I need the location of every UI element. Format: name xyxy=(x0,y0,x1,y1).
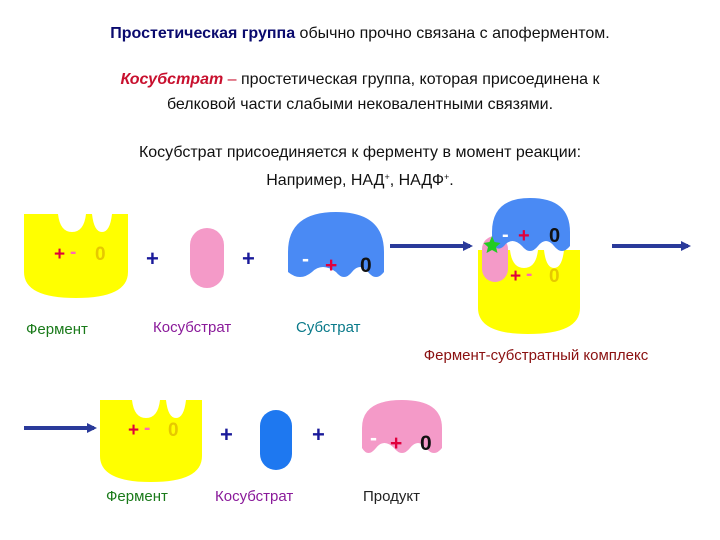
nad-superscript: + xyxy=(384,172,390,182)
complex-enzyme-plus: + xyxy=(510,266,521,287)
product-plus: + xyxy=(390,432,402,455)
nadf-superscript: + xyxy=(444,172,450,182)
join-paragraph: Косубстрат присоединяется к ферменту в м… xyxy=(0,140,720,193)
star-icon xyxy=(483,236,501,253)
join-example-prefix: Например, НАД xyxy=(266,172,385,189)
header-bold-term: Простетическая группа xyxy=(110,25,296,42)
enzyme-2-zero: 0 xyxy=(168,420,179,441)
definition-line-1: Косубстрат – простетическая группа, кото… xyxy=(0,67,720,92)
enzyme-2-minus: - xyxy=(144,418,150,439)
substrate-1-minus: - xyxy=(302,248,309,271)
complex-substrate-zero: 0 xyxy=(549,225,560,247)
plus-operator-1: + xyxy=(146,246,159,271)
complex-substrate-minus: - xyxy=(502,224,509,246)
label-cosubstrate-2: Косубстрат xyxy=(215,488,294,505)
product-shape: - + 0 xyxy=(362,400,442,455)
label-product: Продукт xyxy=(363,488,420,505)
complex-substrate xyxy=(492,198,570,251)
product-zero: 0 xyxy=(420,432,432,455)
cosubstrate-pink-1 xyxy=(190,228,224,288)
join-period: . xyxy=(449,172,454,189)
plus-operator-3: + xyxy=(220,422,233,447)
definition-paragraph: Косубстрат – простетическая группа, кото… xyxy=(0,67,720,117)
enzyme-1-zero: 0 xyxy=(95,244,106,265)
product-minus: - xyxy=(370,427,377,450)
enzyme-1-minus: - xyxy=(70,242,76,263)
label-enzyme-1: Фермент xyxy=(26,321,88,338)
header-rest: обычно прочно связана с апоферментом. xyxy=(295,25,610,42)
definition-line-2: белковой части слабыми нековалентными св… xyxy=(166,96,554,113)
join-line-2: Например, НАД+, НАДФ+. xyxy=(0,165,720,193)
enzyme-1-plus: + xyxy=(54,244,65,265)
enzyme-2-plus: + xyxy=(128,420,139,441)
substrate-1-plus: + xyxy=(325,254,337,277)
join-line-1: Косубстрат присоединяется к ферменту в м… xyxy=(138,144,582,161)
enzyme-shape-1: + - 0 xyxy=(24,214,128,298)
enzyme-substrate-complex: - + 0 + - 0 xyxy=(478,198,580,334)
label-enzyme-substrate-complex: Фермент-субстратный комплекс xyxy=(423,347,649,364)
join-example-nadf: , НАДФ xyxy=(389,172,445,189)
substrate-1-zero: 0 xyxy=(360,254,372,277)
complex-enzyme-minus: - xyxy=(526,264,532,285)
complex-enzyme-zero: 0 xyxy=(549,266,560,287)
definition-text-1: простетическая группа, которая присоедин… xyxy=(241,71,600,88)
cosubstrate-blue-2 xyxy=(260,410,292,470)
label-substrate-1: Субстрат xyxy=(296,319,361,336)
plus-operator-2: + xyxy=(242,246,255,271)
definition-term: Косубстрат xyxy=(120,71,224,88)
definition-dash: – xyxy=(223,71,241,88)
substrate-shape-1: - + 0 xyxy=(288,212,384,277)
complex-substrate-plus: + xyxy=(518,225,530,247)
label-enzyme-2: Фермент xyxy=(106,488,168,505)
enzyme-shape-2: + - 0 xyxy=(100,400,202,482)
plus-operator-4: + xyxy=(312,422,325,447)
label-cosubstrate-1: Косубстрат xyxy=(153,319,232,336)
header-line: Простетическая группа обычно прочно связ… xyxy=(0,25,720,43)
